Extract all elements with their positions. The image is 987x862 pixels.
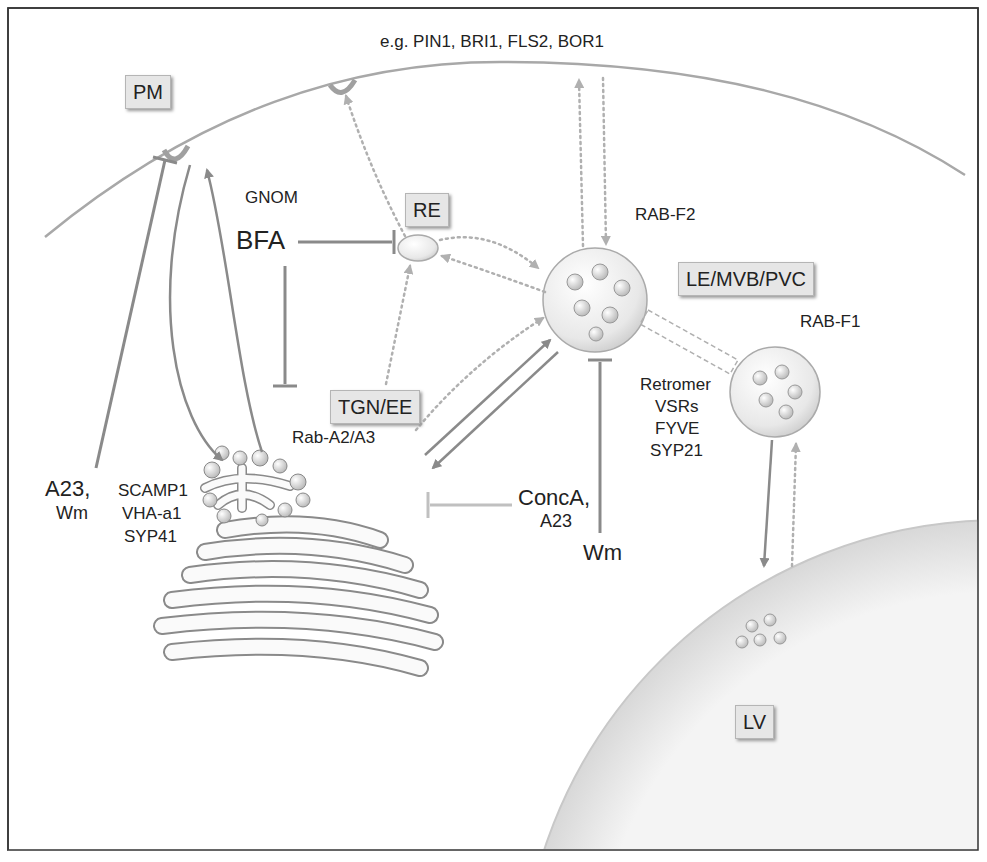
annotation-label: BFA <box>236 226 285 256</box>
compartment-label-box: PM <box>125 75 171 109</box>
annotation-label: Wm <box>56 503 88 524</box>
annotation-label: GNOM <box>245 188 298 208</box>
annotation-label: SYP41 <box>124 527 177 547</box>
annotation-label: RAB-F2 <box>635 205 695 225</box>
compartment-label-box: LE/MVB/PVC <box>678 262 814 296</box>
annotation-label: Rab-A2/A3 <box>292 428 375 448</box>
annotation-label: VHA-a1 <box>122 504 182 524</box>
compartment-name: LV <box>743 711 766 733</box>
annotation-label: A23, <box>45 476 90 501</box>
annotation-label: RAB-F1 <box>800 312 860 332</box>
compartment-label-box: LV <box>735 705 774 739</box>
annotation-label: e.g. PIN1, BRI1, FLS2, BOR1 <box>380 32 604 52</box>
annotation-label: SYP21 <box>650 441 703 461</box>
compartment-name: PM <box>133 81 163 103</box>
compartment-name: RE <box>413 199 441 221</box>
annotation-label: Wm <box>583 540 622 565</box>
compartment-name: LE/MVB/PVC <box>686 268 806 290</box>
annotation-label: Retromer <box>640 375 711 395</box>
annotation-label: ConcA, <box>518 485 590 510</box>
annotation-label: A23 <box>540 511 572 532</box>
annotation-label: VSRs <box>655 397 698 417</box>
annotation-label: SCAMP1 <box>118 481 188 501</box>
compartment-name: TGN/EE <box>338 396 412 418</box>
compartment-label-box: TGN/EE <box>330 390 420 424</box>
annotation-label: FYVE <box>655 419 699 439</box>
compartment-label-box: RE <box>405 193 449 227</box>
